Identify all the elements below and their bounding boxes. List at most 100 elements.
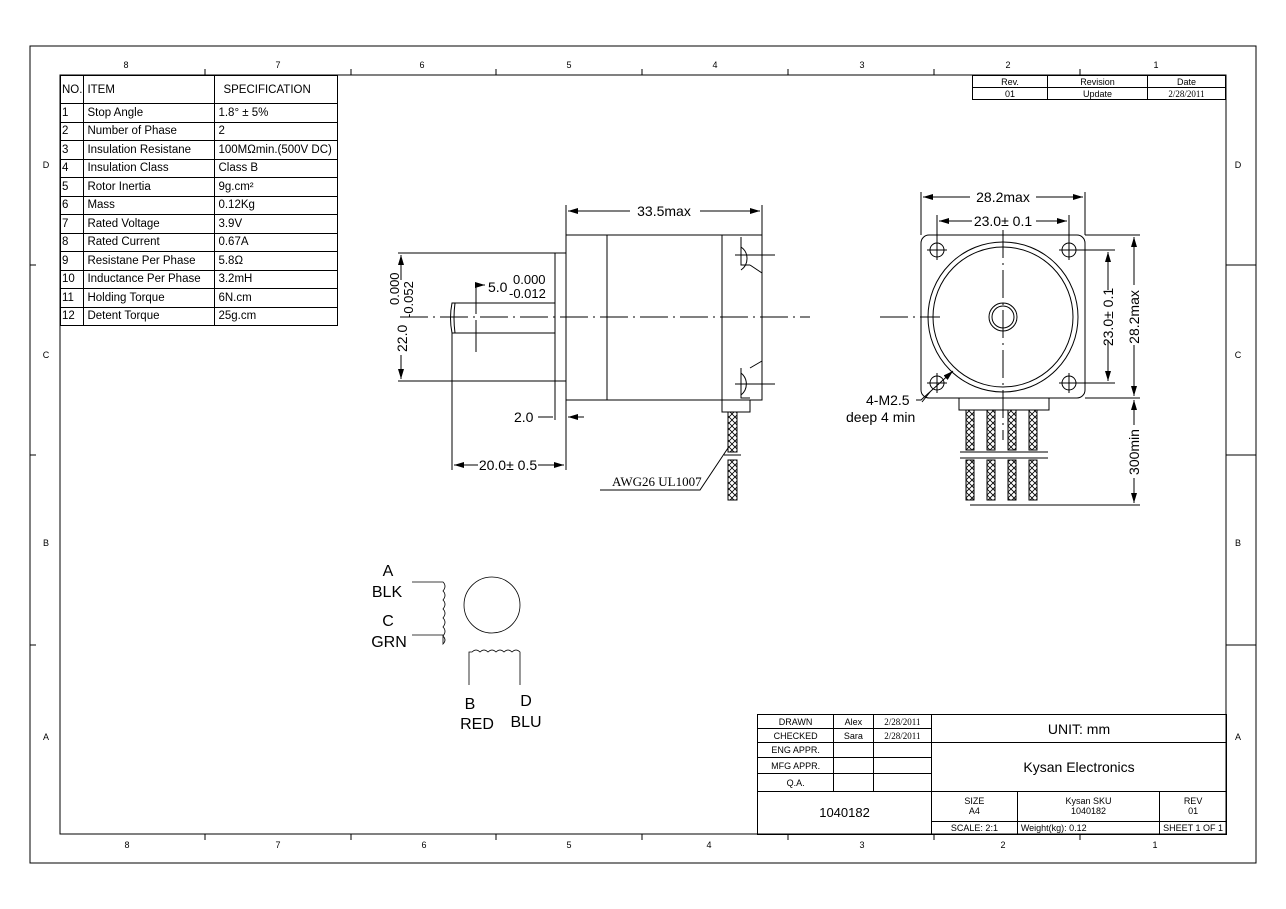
dim-shaft-length: 20.0± 0.5 [479,457,537,473]
zone-label: B [43,538,49,548]
spec-value: Class B [214,158,338,178]
zone-label: 7 [275,60,280,70]
terminal-c-color: GRN [371,634,407,651]
zone-label: A [43,732,49,742]
header-item: ITEM [83,75,216,104]
sku-label: Kysan SKU [1065,796,1112,807]
scale: SCALE: 2:1 [931,820,1018,836]
revision-header: Revision [1047,75,1148,88]
motor-front-view [920,230,1086,501]
spec-item: Mass [83,195,216,215]
terminal-d-color: BLU [510,714,541,731]
spec-item: Holding Torque [83,288,216,308]
weight: Weight(kg): 0.12 [1016,820,1161,836]
hole-note-depth: deep 4 min [846,409,915,425]
eng-appr-label: ENG APPR. [756,742,835,759]
spec-item: Number of Phase [83,121,216,141]
side-view-dimensions [398,205,762,491]
spec-item: Insulation Resistane [83,140,216,160]
mfg-appr-label: MFG APPR. [756,757,835,775]
zone-label: 6 [419,60,424,70]
hole-note: 4-M2.5 [866,392,910,408]
zone-label: 1 [1153,60,1158,70]
zone-label: 3 [859,840,864,850]
dim-width: 28.2max [976,189,1030,205]
spec-no: 6 [59,195,85,215]
sku-value: 1040182 [1070,806,1106,817]
drawn-label: DRAWN [756,713,835,730]
checked-date: 2/28/2011 [872,728,933,744]
spec-no: 4 [59,158,85,178]
dim-flange-dia: 22.0 [394,325,410,352]
spec-no: 10 [59,269,85,289]
zone-label: 3 [859,60,864,70]
spec-item: Resistane Per Phase [83,251,216,271]
spec-value: 0.67A [214,232,338,252]
zone-label: C [43,350,50,360]
spec-value: 1.8° ± 5% [214,103,338,123]
size-label: SIZE [964,796,985,807]
dim-hole-spacing: 23.0± 0.1 [974,213,1032,229]
dim-shaft-dia: 5.0 [488,279,508,295]
revision-value: Update [1047,87,1148,100]
rev-value: 01 [1188,806,1199,817]
zone-label: A [1235,732,1241,742]
spec-no: 8 [59,232,85,252]
zone-label: 4 [712,60,717,70]
terminal-b-color: RED [460,716,494,733]
dim-shaft-tol-lower: -0.012 [509,286,546,301]
spec-value: 5.8Ω [214,251,338,271]
zone-label: B [1235,538,1241,548]
spec-item: Rated Voltage [83,214,216,234]
header-spec: SPECIFICATION [214,75,338,104]
zone-label: 8 [124,840,129,850]
spec-value: 6N.cm [214,288,338,308]
spec-item: Rated Current [83,232,216,252]
wire-label: AWG26 UL1007 [612,474,702,489]
dim-flange-tol-lower: -0.052 [401,281,416,318]
spec-no: 12 [59,306,85,326]
zone-label: 2 [1005,60,1010,70]
spec-no: 7 [59,214,85,234]
spec-no: 3 [59,140,85,160]
spec-value: 3.2mH [214,269,338,289]
dim-v-hole-spacing: 23.0± 0.1 [1100,288,1116,346]
dim-flange-thickness: 2.0 [514,409,534,425]
front-view-dimensions [916,192,1140,505]
sheet: SHEET 1 OF 1 [1159,820,1227,836]
spec-item: Stop Angle [83,103,216,123]
zone-label: 2 [1000,840,1005,850]
spec-item: Insulation Class [83,158,216,178]
zone-label: 5 [566,840,571,850]
motor-side-view [400,234,940,501]
spec-item: Rotor Inertia [83,177,216,197]
spec-no: 5 [59,177,85,197]
wiring-schematic [412,576,521,685]
zone-ticks [30,69,1256,840]
spec-value: 0.12Kg [214,195,338,215]
checked-by: Sara [833,728,874,744]
terminal-b: B [465,696,476,713]
dim-flange-tol-upper: 0.000 [387,272,402,305]
zone-label: 6 [421,840,426,850]
drawn-date: 2/28/2011 [872,713,933,730]
date-header: Date [1147,75,1226,88]
terminal-d: D [520,693,532,710]
drawing-number: 1040182 [756,790,933,836]
spec-no: 2 [59,121,85,141]
spec-value: 25g.cm [214,306,338,326]
zone-label: 4 [706,840,711,850]
